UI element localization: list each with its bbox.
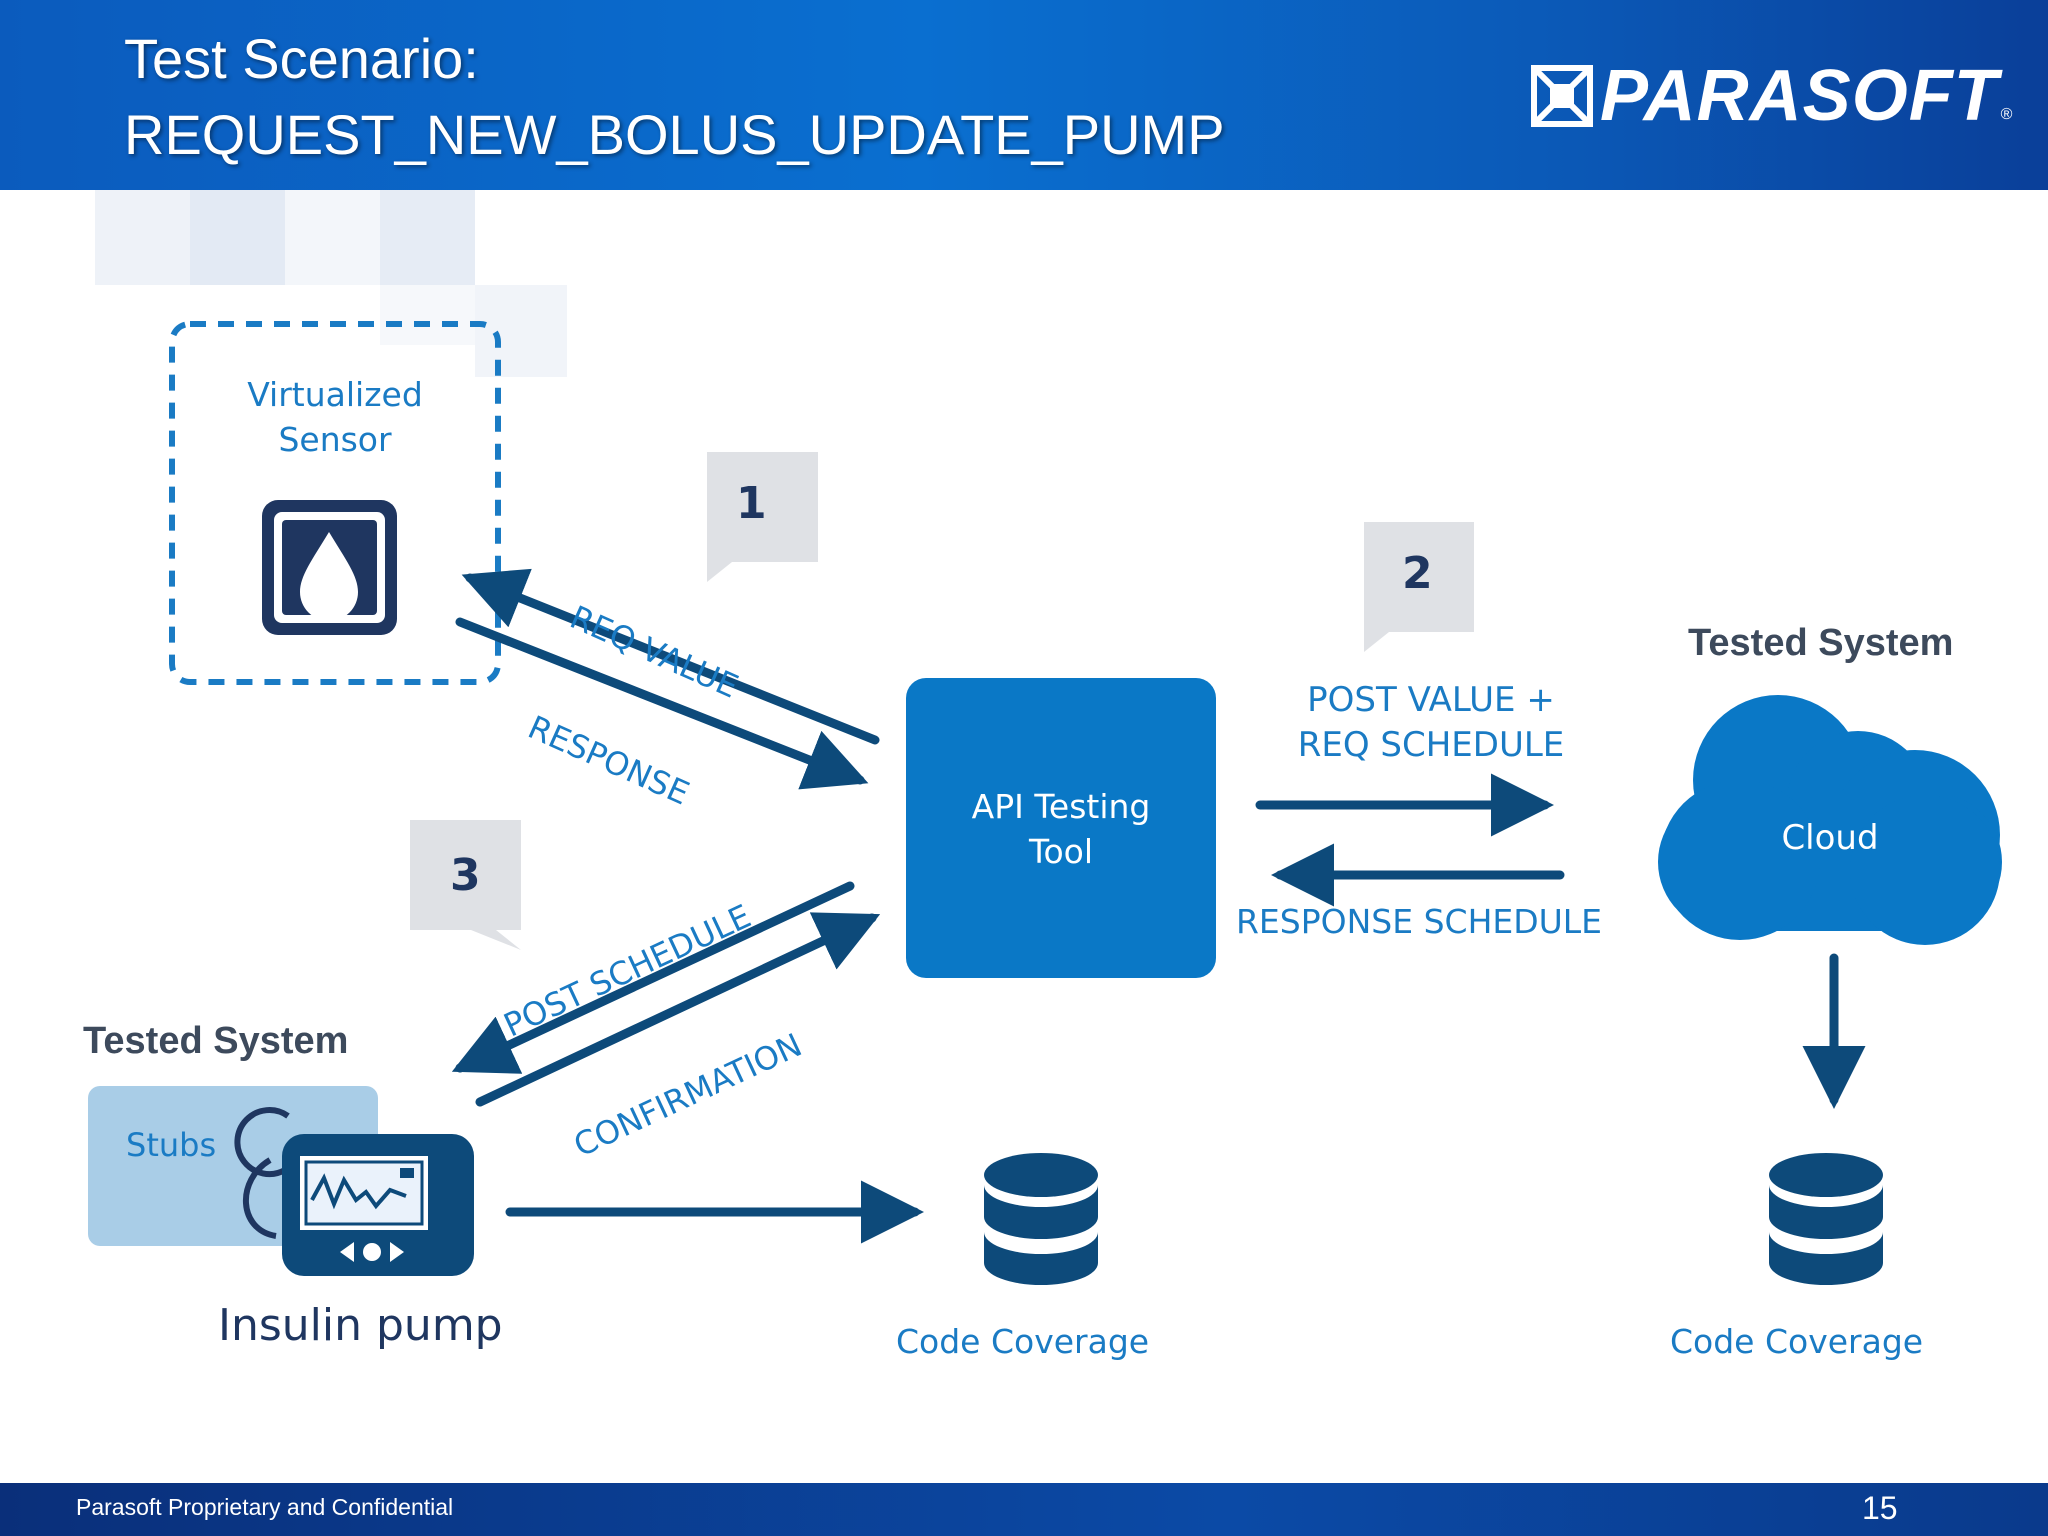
response-schedule-label: RESPONSE SCHEDULE (1236, 902, 1603, 941)
stubs-label: Stubs (126, 1126, 217, 1164)
virtualized-sensor-line2: Sensor (278, 420, 392, 459)
insulin-pump-label: Insulin pump (218, 1300, 503, 1351)
tested-system-left-label: Tested System (83, 1020, 349, 1062)
header-bar (0, 0, 2048, 190)
registered-mark: ® (2000, 106, 2013, 123)
api-tool-line1: API Testing (971, 787, 1151, 826)
footer-bar (0, 1483, 2048, 1536)
parasoft-logo: PARASOFT ® (1530, 56, 2013, 136)
water-drop-icon (262, 500, 397, 635)
api-testing-tool-box (906, 678, 1216, 978)
parasoft-logo-icon (1531, 65, 1593, 127)
footer-confidential: Parasoft Proprietary and Confidential (76, 1494, 454, 1520)
api-tool-line2: Tool (1028, 832, 1094, 871)
tested-system-right-label: Tested System (1688, 622, 1954, 664)
step2-label: 2 (1402, 548, 1433, 599)
code-coverage-label-1: Code Coverage (896, 1322, 1150, 1361)
background-squares (95, 190, 567, 377)
api-testing-tool-label: API Testing Tool (906, 784, 1216, 874)
step1-box (707, 452, 818, 582)
post-value-label: POST VALUE + REQ SCHEDULE (1216, 678, 1646, 768)
insulin-pump-icon (234, 1107, 474, 1276)
cloud-shape (1658, 695, 2002, 945)
virtualized-sensor-box (169, 321, 501, 685)
step2-box (1364, 522, 1474, 652)
virtualized-sensor-label: Virtualized Sensor (172, 372, 498, 462)
step3-box (410, 820, 521, 950)
database-icon-2 (1769, 1153, 1883, 1285)
slide-title-line1: Test Scenario: (124, 27, 479, 90)
database-icon-1 (984, 1153, 1098, 1285)
step3-label: 3 (450, 850, 481, 901)
cloud-label: Cloud (1781, 818, 1879, 858)
code-coverage-label-2: Code Coverage (1670, 1322, 1924, 1361)
page-number: 15 (1862, 1490, 1898, 1526)
virtualized-sensor-line1: Virtualized (247, 375, 423, 414)
post-value-line1: POST VALUE + (1307, 680, 1555, 720)
step1-label: 1 (736, 478, 767, 529)
logo-text: PARASOFT (1600, 56, 1999, 136)
slide-title-line2: REQUEST_NEW_BOLUS_UPDATE_PUMP (124, 103, 1225, 166)
arrows (451, 568, 1866, 1244)
post-value-line2: REQ SCHEDULE (1297, 725, 1565, 765)
